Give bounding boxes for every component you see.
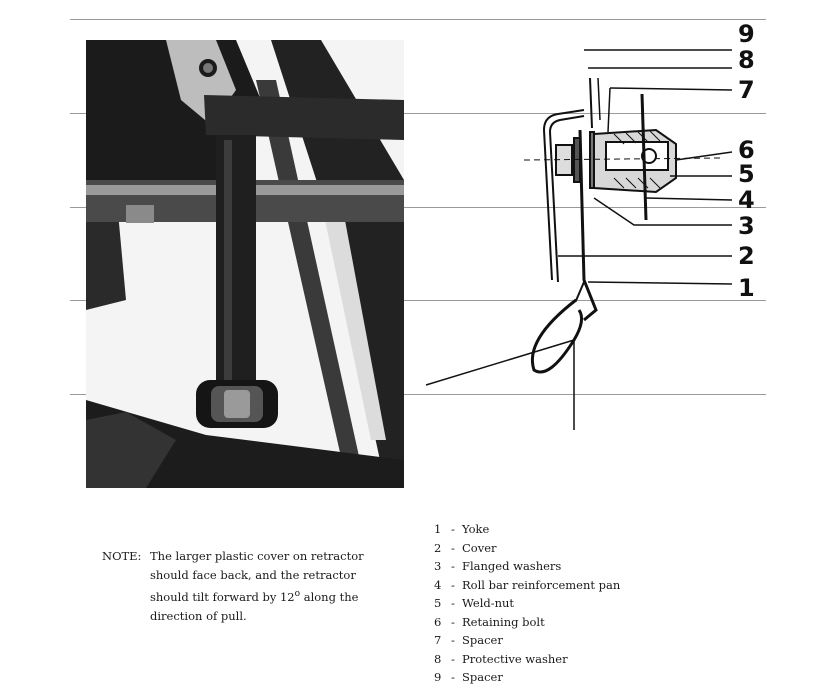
legend-item: 6-Retaining bolt bbox=[434, 614, 545, 629]
installation-note: NOTE: The larger plastic cover on retrac… bbox=[102, 547, 402, 626]
note-label: NOTE: bbox=[102, 549, 142, 563]
legend-item: 5-Weld-nut bbox=[434, 596, 515, 610]
parts-legend: 1-Yoke 2-Cover 3-Flanged washers 4-Roll … bbox=[434, 520, 734, 687]
retractor-photo bbox=[86, 40, 404, 488]
legend-item: 9-Spacer bbox=[434, 670, 503, 684]
legend-item: 1-Yoke bbox=[434, 522, 490, 536]
legend-item: 4-Roll bar reinforcement pan bbox=[434, 577, 621, 592]
callout-1: 1 bbox=[738, 274, 755, 302]
callout-8: 8 bbox=[738, 46, 755, 74]
callout-9: 9 bbox=[738, 20, 755, 48]
legend-item: 7-Spacer bbox=[434, 633, 503, 647]
note-line: should tilt forward by 12o along the bbox=[150, 589, 359, 604]
horizontal-rule bbox=[70, 19, 766, 20]
legend-item: 8-Protective washer bbox=[434, 651, 568, 666]
horizontal-rule bbox=[70, 394, 766, 395]
note-line: direction of pull. bbox=[150, 608, 247, 623]
legend-item: 3-Flanged washers bbox=[434, 559, 562, 573]
callout-2: 2 bbox=[738, 242, 755, 270]
callout-4: 4 bbox=[738, 186, 755, 214]
note-line: The larger plastic cover on retractor bbox=[150, 549, 364, 563]
horizontal-rule bbox=[70, 300, 766, 301]
callout-7: 7 bbox=[738, 76, 755, 104]
horizontal-rule bbox=[70, 113, 766, 114]
degree-symbol: o bbox=[294, 589, 301, 599]
cross-section-diagram: 9 8 7 6 5 4 3 2 1 bbox=[425, 20, 755, 430]
callout-6: 6 bbox=[738, 136, 755, 164]
legend-item: 2-Cover bbox=[434, 540, 497, 555]
note-line: should face back, and the retractor bbox=[150, 568, 356, 582]
horizontal-rule bbox=[70, 207, 766, 208]
callout-5: 5 bbox=[738, 160, 755, 188]
callout-3: 3 bbox=[738, 212, 755, 240]
